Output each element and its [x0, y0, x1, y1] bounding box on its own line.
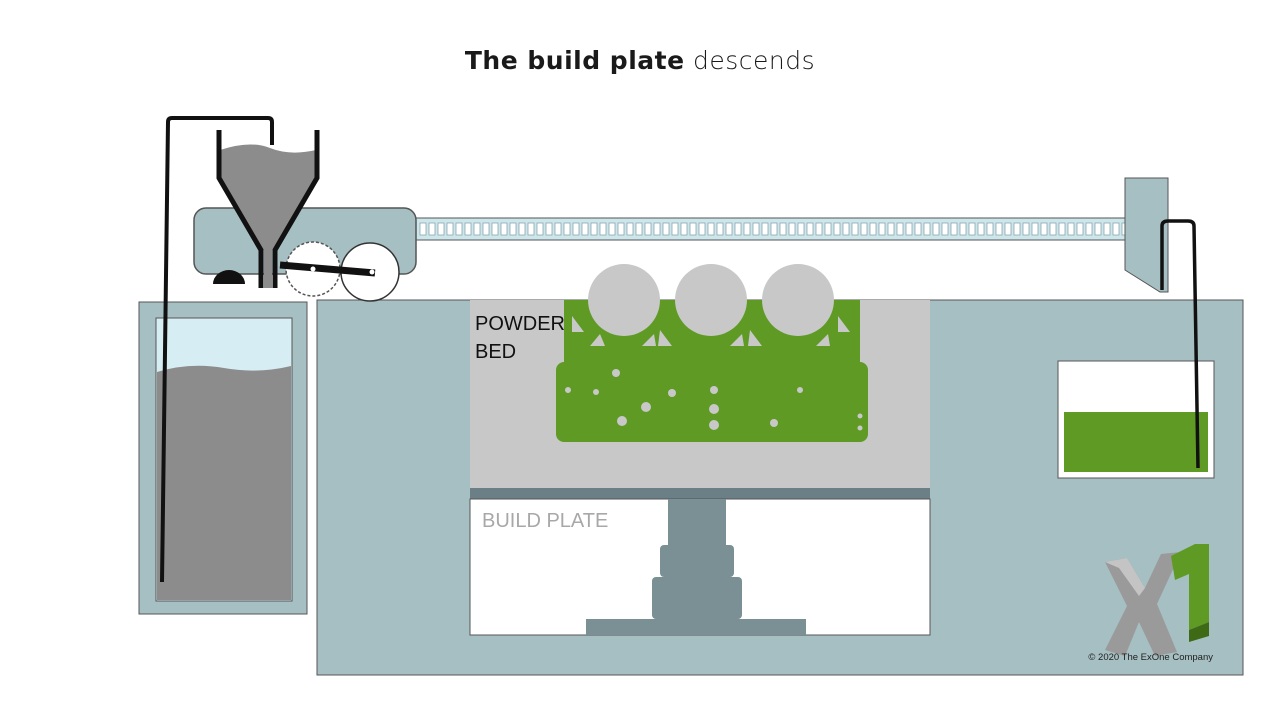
rail-tick: [761, 222, 769, 236]
rail-tick: [869, 222, 877, 236]
rail-tick: [995, 222, 1003, 236]
rail-tick: [1004, 222, 1012, 236]
rail-tick: [896, 222, 904, 236]
rail-tick: [698, 222, 706, 236]
rail-tick: [788, 222, 796, 236]
rail-tick: [1103, 222, 1111, 236]
rail-tick: [986, 222, 994, 236]
rail-tick: [644, 222, 652, 236]
rail-tick: [968, 222, 976, 236]
powder-bed-label-line1: POWDER: [475, 313, 565, 335]
rail-tick: [536, 222, 544, 236]
rail-tick: [1049, 222, 1057, 236]
rail-tick: [509, 222, 517, 236]
carriage-sensor: [213, 270, 245, 284]
rail-tick: [887, 222, 895, 236]
rail-tick: [464, 222, 472, 236]
title-light: descends: [684, 46, 816, 75]
rail-tick: [590, 222, 598, 236]
powder-hopper: [216, 130, 320, 288]
rail-tick: [779, 222, 787, 236]
rail-tick: [842, 222, 850, 236]
rail-tick: [716, 222, 724, 236]
rail-tick: [437, 222, 445, 236]
rail-tick: [599, 222, 607, 236]
rail-tick: [851, 222, 859, 236]
page-title: The build plate descends: [0, 46, 1280, 75]
title-bold: The build plate: [464, 46, 685, 75]
rail-tick: [752, 222, 760, 236]
rail-tick: [806, 222, 814, 236]
rail-tick: [572, 222, 580, 236]
rail-tick: [707, 222, 715, 236]
build-plate: [470, 488, 930, 499]
rail-tick: [563, 222, 571, 236]
rail-tick: [833, 222, 841, 236]
rail-tick: [554, 222, 562, 236]
rail-tick: [914, 222, 922, 236]
rail-tick: [500, 222, 508, 236]
rail-tick: [671, 222, 679, 236]
rail-tick: [959, 222, 967, 236]
rail-tick: [734, 222, 742, 236]
rail-tick: [977, 222, 985, 236]
rail-tick: [419, 222, 427, 236]
rail-tick: [608, 222, 616, 236]
rail-tick: [725, 222, 733, 236]
rail-tick: [1040, 222, 1048, 236]
rail-tick: [617, 222, 625, 236]
rail-tick: [815, 222, 823, 236]
rail-tick: [455, 222, 463, 236]
build-plate-label: BUILD PLATE: [482, 510, 608, 532]
rail-tick: [923, 222, 931, 236]
rail-tick: [1076, 222, 1084, 236]
rail-tick: [482, 222, 490, 236]
rail-tick: [635, 222, 643, 236]
carriage-rail: [411, 217, 1131, 241]
rail-tick: [653, 222, 661, 236]
binder-tube-left: [160, 116, 274, 583]
printhead: [1124, 177, 1169, 293]
rail-tick: [527, 222, 535, 236]
rail-tick: [518, 222, 526, 236]
rail-tick: [446, 222, 454, 236]
rail-tick: [797, 222, 805, 236]
rail-tick: [1013, 222, 1021, 236]
rail-tick: [1022, 222, 1030, 236]
rail-tick: [626, 222, 634, 236]
rail-tick: [770, 222, 778, 236]
copyright-text: © 2020 The ExOne Company: [1088, 652, 1213, 663]
rail-tick: [428, 222, 436, 236]
binder-tube-right: [1160, 219, 1200, 469]
rail-tick: [1067, 222, 1075, 236]
rail-tick: [662, 222, 670, 236]
rail-tick: [491, 222, 499, 236]
exone-logo-icon: [1105, 544, 1209, 656]
rail-tick: [1112, 222, 1120, 236]
build-piston: [586, 499, 806, 635]
rail-tick: [1085, 222, 1093, 236]
rail-tick: [878, 222, 886, 236]
rail-tick: [689, 222, 697, 236]
rail-tick: [824, 222, 832, 236]
rail-tick: [941, 222, 949, 236]
rail-tick: [860, 222, 868, 236]
powder-supply-bin: [138, 301, 308, 615]
binder-tank: [1057, 360, 1215, 479]
powder-bed-label-line2: BED: [475, 341, 516, 363]
printed-part: [556, 264, 868, 442]
rail-tick: [473, 222, 481, 236]
rail-tick: [932, 222, 940, 236]
rail-tick: [545, 222, 553, 236]
rail-tick: [1031, 222, 1039, 236]
rail-tick: [680, 222, 688, 236]
rail-tick: [1094, 222, 1102, 236]
rail-tick: [950, 222, 958, 236]
rail-tick: [581, 222, 589, 236]
rail-tick: [743, 222, 751, 236]
recoater-roller: [279, 241, 400, 302]
rail-tick: [1058, 222, 1066, 236]
rail-tick: [905, 222, 913, 236]
